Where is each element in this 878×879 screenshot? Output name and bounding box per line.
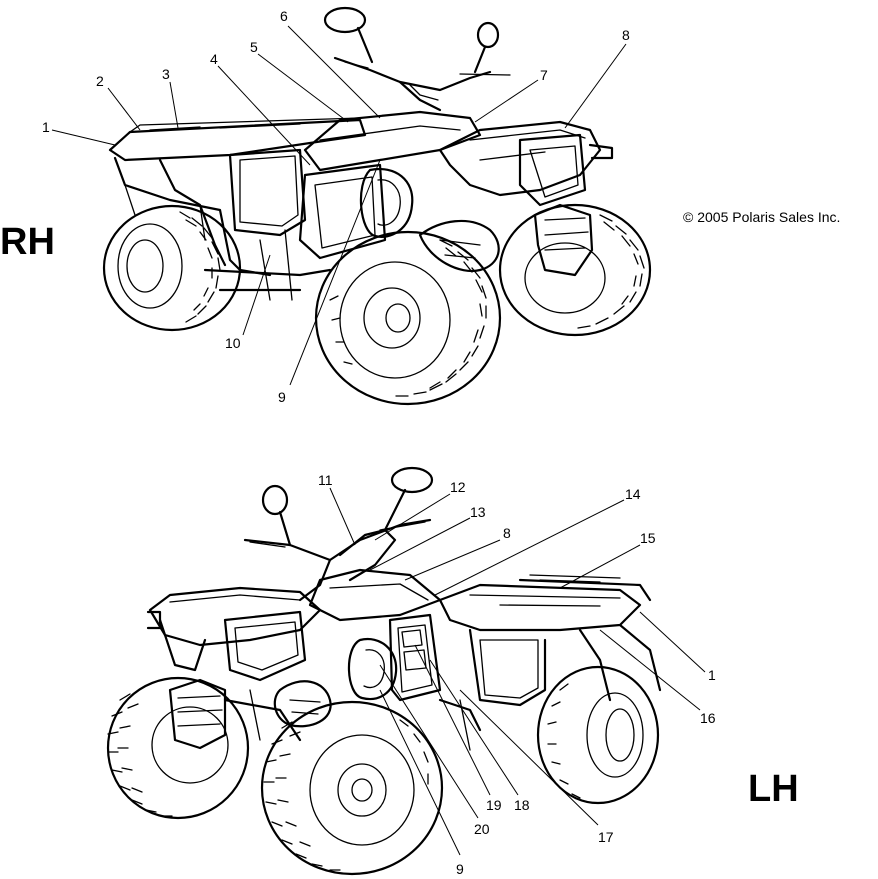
lh-atv-drawing xyxy=(106,466,662,876)
lh-callouts: 11 12 13 8 14 15 1 16 17 18 19 20 9 xyxy=(318,472,716,877)
lh-callout-8-lh: 8 xyxy=(503,525,511,541)
rh-callout-1: 1 xyxy=(42,119,50,135)
lh-callout-12: 12 xyxy=(450,479,466,495)
lh-callout-16: 16 xyxy=(700,710,716,726)
lh-callout-15: 15 xyxy=(640,530,656,546)
rh-callouts: 1 2 3 4 5 6 7 8 9 10 xyxy=(42,8,630,405)
lh-callout-17: 17 xyxy=(598,829,614,845)
lh-callout-19: 19 xyxy=(486,797,502,813)
rh-callout-7: 7 xyxy=(540,67,548,83)
rh-callout-3: 3 xyxy=(162,66,170,82)
lh-callout-1-lh: 1 xyxy=(708,667,716,683)
rh-callout-9: 9 xyxy=(278,389,286,405)
rh-callout-5: 5 xyxy=(250,39,258,55)
rh-callout-6: 6 xyxy=(280,8,288,24)
copyright-notice: © 2005 Polaris Sales Inc. xyxy=(683,209,840,225)
lh-callout-11: 11 xyxy=(318,472,333,488)
rh-callout-4: 4 xyxy=(210,51,218,67)
rh-view-label: RH xyxy=(0,221,55,263)
lh-view-label: LH xyxy=(748,768,799,810)
rh-callout-2: 2 xyxy=(96,73,104,89)
rh-callout-10: 10 xyxy=(225,335,241,351)
lh-callout-20: 20 xyxy=(474,821,490,837)
lh-callout-9-lh: 9 xyxy=(456,861,464,877)
rh-callout-8: 8 xyxy=(622,27,630,43)
lh-callout-18: 18 xyxy=(514,797,530,813)
lh-callout-14: 14 xyxy=(625,486,641,502)
lh-callout-13: 13 xyxy=(470,504,486,520)
rh-atv-drawing xyxy=(102,6,652,406)
